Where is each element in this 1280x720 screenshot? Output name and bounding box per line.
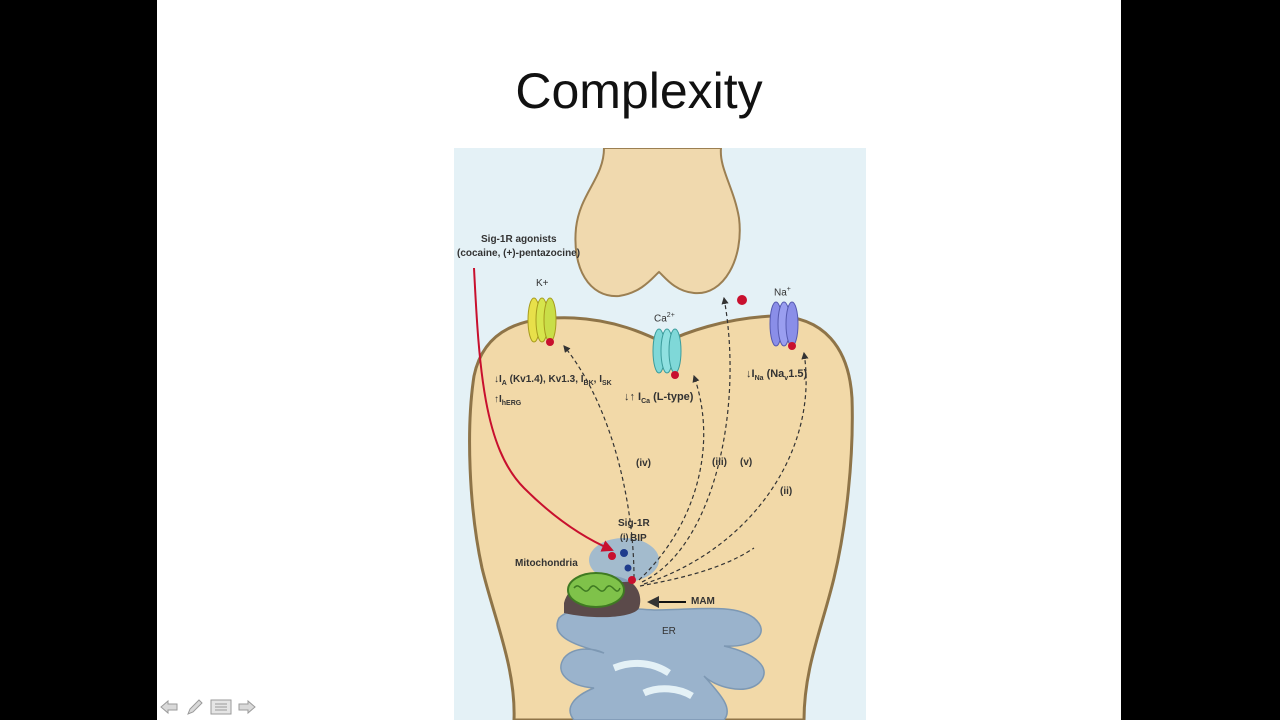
path-v-label: (v) — [740, 457, 753, 468]
left-arrow-icon[interactable] — [158, 696, 180, 718]
ligand-dot — [737, 295, 747, 305]
mam-label: MAM — [691, 596, 715, 607]
agonist-label-1: Sig-1R agonists — [481, 234, 557, 245]
mitochondria-shape — [567, 572, 625, 608]
slide-title: Complexity — [515, 63, 763, 119]
na-label: Na+ — [774, 286, 791, 299]
ca-channel — [652, 328, 682, 379]
right-arrow-icon[interactable] — [236, 696, 258, 718]
agonist-label-2: (cocaine, (+)-pentazocine) — [457, 248, 581, 259]
sig1r-label: Sig-1R — [618, 518, 650, 529]
er-label: ER — [662, 626, 676, 637]
k-label: K+ — [536, 278, 549, 289]
ca-effect-label: ↓↑ ICa (L-type) — [624, 391, 694, 406]
path-ii-label: (ii) — [780, 486, 793, 497]
slide: Complexity — [157, 0, 1121, 720]
pen-icon[interactable] — [184, 696, 206, 718]
path-iii-label: (iii) — [712, 457, 727, 468]
na-effect-label: ↓INa (Nav1.5) — [746, 368, 808, 383]
slideshow-controls — [158, 694, 258, 720]
presynaptic-terminal — [574, 148, 741, 298]
endoplasmic-reticulum — [556, 606, 765, 720]
herg-label: ↑IhERG — [494, 394, 522, 407]
path-iv-label: (iv) — [636, 458, 651, 469]
menu-icon[interactable] — [210, 696, 232, 718]
path-i-label: (i) — [620, 532, 629, 542]
k-channel — [527, 297, 557, 346]
agonist-arrow — [473, 267, 614, 552]
na-channel — [769, 301, 799, 350]
bip-label: BIP — [630, 533, 647, 544]
ca-label: Ca2+ — [654, 312, 675, 325]
neuron-diagram: Sig-1R agonists (cocaine, (+)-pentazocin… — [454, 148, 866, 720]
k-effect-label: ↓IA (Kv1.4), Kv1.3, IBK, ISK — [494, 374, 612, 387]
mitochondria-label: Mitochondria — [515, 558, 578, 569]
diagram-drawing — [468, 148, 854, 720]
signaling-paths — [563, 296, 809, 587]
